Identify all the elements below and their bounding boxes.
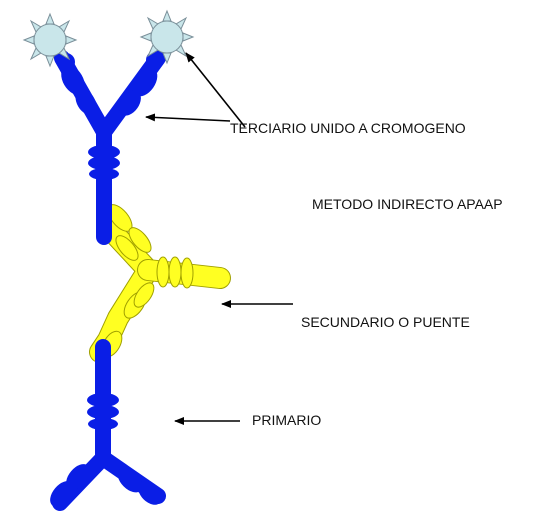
- primary-antibody: [45, 347, 166, 511]
- arrow-tertiary: [146, 117, 230, 121]
- label-secondary: SECUNDARIO O PUENTE: [301, 315, 470, 329]
- label-method-title: METODO INDIRECTO APAAP: [312, 197, 503, 211]
- tertiary-antibody: [56, 51, 164, 237]
- label-tertiary: TERCIARIO UNIDO A CROMOGENO: [230, 121, 466, 135]
- arrow-chromogen: [186, 53, 245, 127]
- chromogen-enzyme-right: [141, 11, 193, 63]
- label-primary: PRIMARIO: [252, 413, 321, 427]
- chromogen-enzyme-left: [24, 14, 76, 66]
- secondary-antibody: [98, 201, 220, 361]
- arrows: [146, 53, 293, 421]
